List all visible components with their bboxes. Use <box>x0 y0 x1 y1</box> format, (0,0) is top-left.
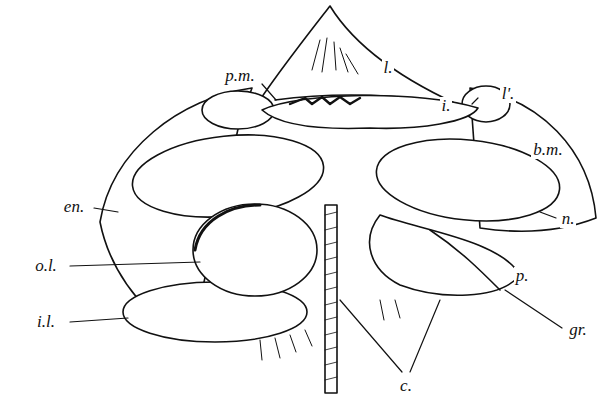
groove-hatching <box>325 212 337 380</box>
central-bar <box>262 95 478 128</box>
part-label: l. <box>382 59 395 77</box>
part-label: gr. <box>567 321 588 339</box>
part-label: b.m. <box>531 141 564 159</box>
setae <box>260 300 400 360</box>
groove-lobe-line <box>430 230 500 290</box>
outer-lobe <box>193 204 317 296</box>
leader-line <box>472 98 478 104</box>
part-label: p.m. <box>223 67 256 85</box>
paragnath <box>372 131 563 230</box>
part-label: p. <box>514 267 531 285</box>
leader-line <box>410 300 440 372</box>
teeth <box>290 97 360 104</box>
leader-line <box>94 208 118 212</box>
leader-line <box>70 318 128 322</box>
leader-lines <box>70 84 562 372</box>
lobe-shadow <box>195 205 260 250</box>
part-label: c. <box>398 377 414 395</box>
part-label: en. <box>62 198 86 216</box>
leader-line <box>262 84 276 100</box>
groove-lobe <box>370 215 520 295</box>
part-label: i. <box>440 97 453 115</box>
labrum-shading <box>312 38 358 74</box>
part-label: o.l. <box>33 257 59 275</box>
leader-line <box>540 212 556 218</box>
part-label: i.l. <box>35 313 57 331</box>
part-label: n. <box>560 210 577 228</box>
central-groove <box>325 205 337 393</box>
leader-line <box>340 300 402 372</box>
leader-line <box>505 290 562 328</box>
part-label: l'. <box>500 85 517 103</box>
leader-line <box>70 262 200 266</box>
